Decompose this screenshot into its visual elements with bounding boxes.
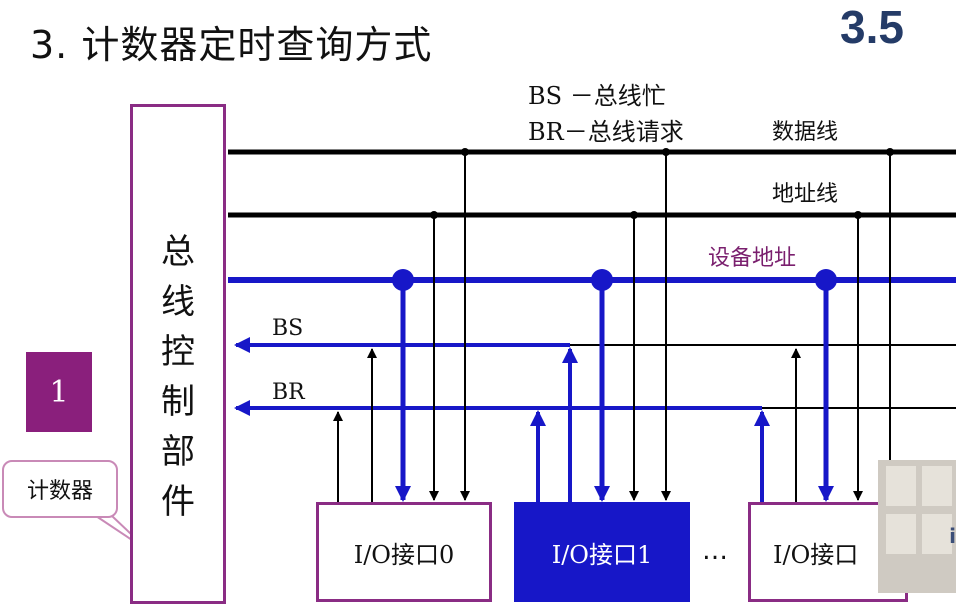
legend-br: BR－总线请求 [528,118,684,146]
bus-controller-label: 总线控制部件 [161,232,195,522]
data-bus-label: 数据线 [772,120,839,145]
junction-dot-icon [630,211,638,219]
io-interface-1: I/O接口1 [514,502,690,602]
section-badge: 3.5 [840,1,904,53]
page-title: 3. 计数器定时查询方式 [30,23,433,67]
junction-dot-icon [430,211,438,219]
io-interface-0: I/O接口0 [316,502,492,602]
address-bus-label: 地址线 [772,182,839,207]
junction-dot-icon [461,148,469,156]
video-overlay-image: i [878,460,956,593]
overlay-glyph: i [949,524,956,548]
device-address-label: 设备地址 [708,246,797,271]
bs-signal-label: BS [272,316,304,341]
junction-dot-icon [662,148,670,156]
junction-dot-icon [815,269,837,291]
legend-bs: BS －总线忙 [528,82,666,110]
junction-dot-icon [392,269,414,291]
junction-dot-icon [591,269,613,291]
junction-dot-icon [886,148,894,156]
junction-dot-icon [854,211,862,219]
counter-label: 计数器 [2,460,118,518]
counter-value: 1 [26,352,92,432]
bus-controller-box: 总线控制部件 [130,104,226,604]
ellipsis: … [702,536,728,566]
br-signal-label: BR [272,380,305,405]
